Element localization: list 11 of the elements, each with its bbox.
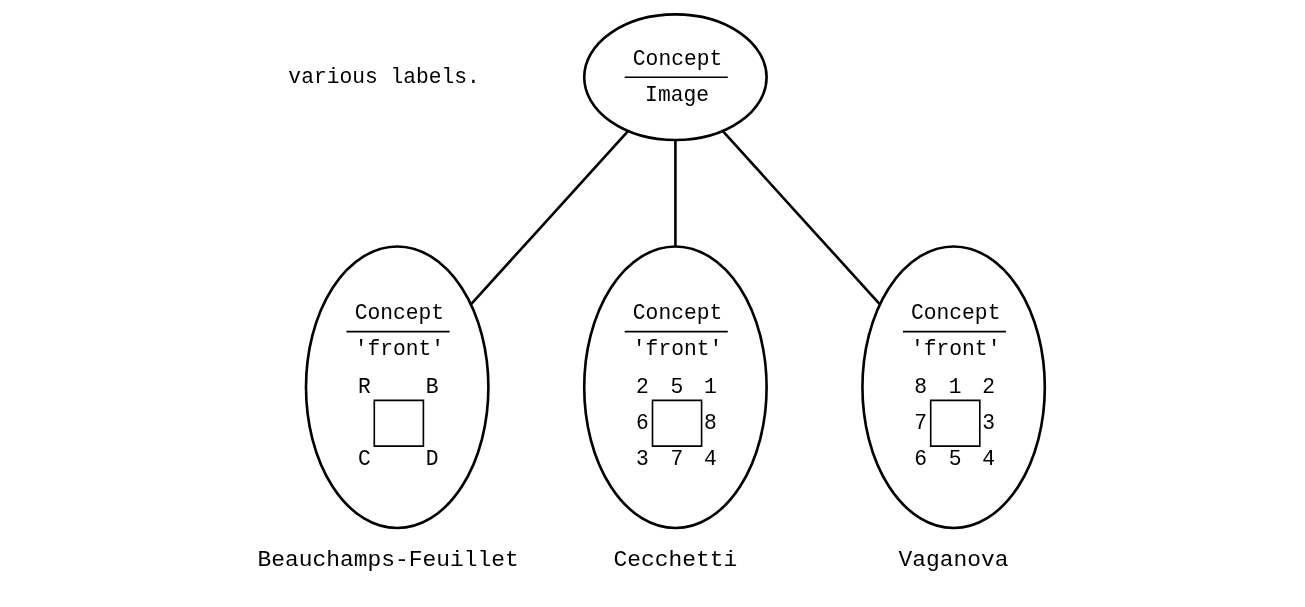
- connector: [721, 130, 881, 305]
- connector: [470, 130, 630, 305]
- node-label: Cecchetti: [613, 547, 738, 574]
- node-ellipse: Concept 'front' 8 1 2 7 3 6 5 4: [861, 245, 1047, 530]
- node-label: Vaganova: [898, 547, 1009, 574]
- node-ellipse: Concept 'front' R B C D: [304, 245, 490, 530]
- node-ellipse: Concept Image: [582, 13, 768, 142]
- node-ellipse: Concept 'front' 2 5 1 6 8 3 7 4: [582, 245, 768, 530]
- label: various labels.: [288, 64, 480, 89]
- node-label: Beauchamps-Feuillet: [257, 547, 519, 574]
- connector: [674, 140, 677, 246]
